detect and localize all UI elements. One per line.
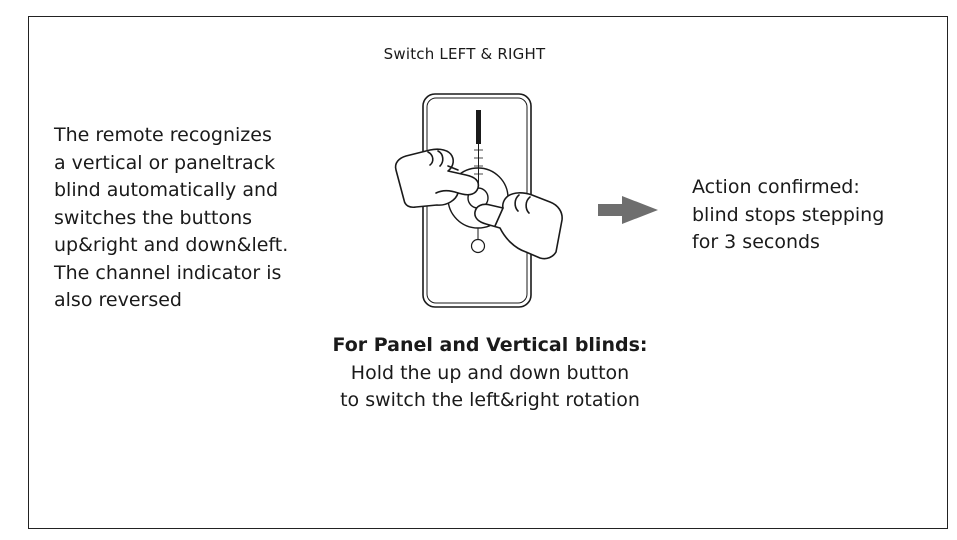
diagram-title: Switch LEFT & RIGHT	[0, 45, 957, 63]
lower-hand-icon	[474, 192, 563, 260]
diagram-frame	[28, 16, 948, 529]
right-line: Action confirmed:	[692, 176, 860, 198]
lower-button	[470, 238, 486, 254]
caption-line: to switch the left&right rotation	[340, 389, 640, 411]
channel-indicator	[476, 110, 481, 144]
bottom-caption: For Panel and Vertical blinds: Hold the …	[290, 332, 690, 415]
caption-heading: For Panel and Vertical blinds:	[332, 334, 648, 356]
upper-hand-icon	[394, 148, 480, 209]
left-line: also reversed	[54, 289, 182, 311]
left-description: The remote recognizes a vertical or pane…	[54, 122, 324, 315]
left-line: switches the buttons	[54, 206, 253, 229]
right-description: Action confirmed: blind stops stepping f…	[692, 174, 942, 257]
left-line: a vertical or paneltrack	[54, 151, 276, 174]
left-line: The channel indicator is	[54, 261, 282, 284]
title-text: Switch LEFT & RIGHT	[383, 45, 546, 63]
right-line: blind stops stepping	[692, 203, 885, 226]
left-line: up&right and down&left.	[54, 234, 289, 256]
left-line: blind automatically and	[54, 179, 279, 201]
left-line: The remote recognizes	[54, 124, 272, 146]
arrow-icon	[598, 196, 658, 224]
right-line: for 3 seconds	[692, 231, 820, 253]
caption-line: Hold the up and down button	[350, 361, 630, 384]
